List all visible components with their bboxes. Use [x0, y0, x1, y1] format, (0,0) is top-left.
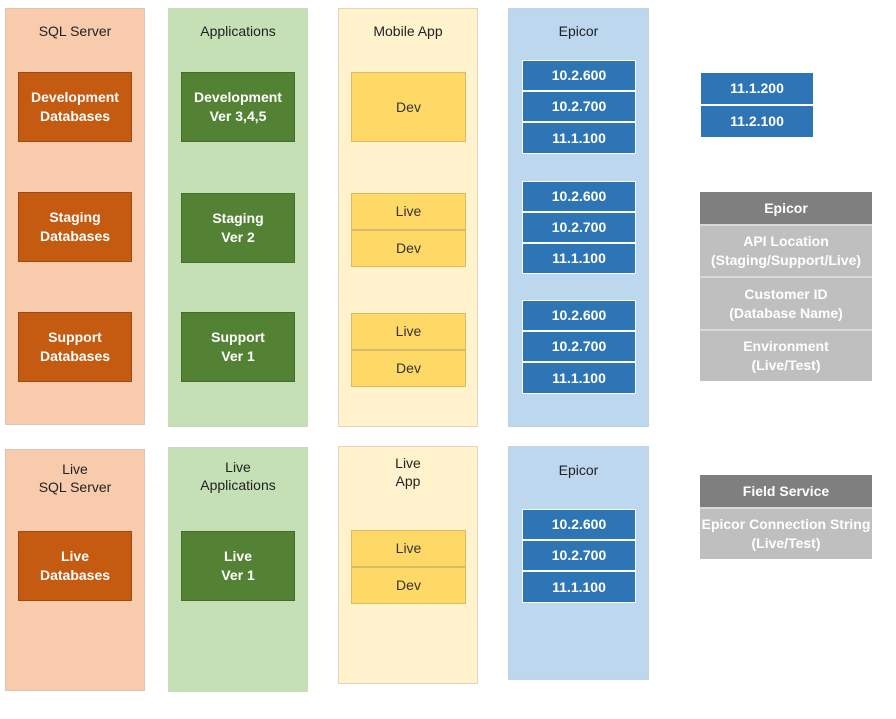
staging-databases-label: Staging Databases: [39, 209, 111, 244]
epicor-dev-version-1: 10.2.600: [522, 60, 636, 91]
epicor-support-version-2: 10.2.700: [522, 331, 636, 362]
epicor-dev-version-1-label: 10.2.600: [551, 67, 607, 83]
epicor-panel-row-api-location: API Location (Staging/Support/Live): [700, 224, 872, 276]
mobile-dev-box: Dev: [351, 72, 466, 142]
future-version-2-label: 11.2.100: [730, 113, 784, 129]
customer-id-label: Customer ID (Database Name): [729, 285, 843, 321]
epicor-support-version-1-label: 10.2.600: [551, 307, 607, 323]
live-epicor-version-3-label: 11.1.100: [552, 578, 606, 595]
epicor-dev-version-3-label: 11.1.100: [552, 129, 606, 146]
live-mobile-live-label: Live: [395, 540, 422, 556]
mobile-staging-live-box: Live: [351, 193, 466, 230]
epicor-support-version-1: 10.2.600: [522, 300, 636, 331]
api-location-label: API Location (Staging/Support/Live): [710, 233, 862, 268]
epicor-support-version-3: 11.1.100: [522, 362, 636, 394]
live-app-label: Live Ver 1: [221, 548, 255, 583]
staging-app-box: Staging Ver 2: [181, 193, 295, 263]
epicor-support-version-3-label: 11.1.100: [552, 369, 606, 386]
live-epicor-version-1-label: 10.2.600: [551, 516, 607, 532]
live-databases-label: Live Databases: [39, 548, 111, 583]
live-mobile-live-box: Live: [351, 530, 466, 567]
live-epicor-version-2: 10.2.700: [522, 540, 636, 571]
live-epicor-version-2-label: 10.2.700: [551, 547, 607, 563]
live-app-box: Live Ver 1: [181, 531, 295, 601]
mobile-staging-dev-label: Dev: [396, 240, 421, 256]
development-app-box: Development Ver 3,4,5: [181, 72, 295, 142]
epicor-staging-version-1: 10.2.600: [522, 181, 636, 212]
connection-string-label: Epicor Connection String (Live/Test): [701, 516, 871, 551]
epicor-staging-version-2: 10.2.700: [522, 212, 636, 243]
epicor-dev-version-2-label: 10.2.700: [551, 98, 607, 114]
epicor-dev-version-2: 10.2.700: [522, 91, 636, 122]
live-epicor-version-1: 10.2.600: [522, 509, 636, 540]
epicor-panel-header-label: Epicor: [764, 199, 808, 216]
staging-app-label: Staging Ver 2: [212, 210, 264, 245]
environment-label: Environment (Live/Test): [743, 338, 829, 373]
mobile-staging-live-label: Live: [395, 203, 422, 219]
mobile-support-live-label: Live: [395, 323, 422, 339]
live-mobile-app-title: Live App: [395, 455, 421, 489]
epicor-staging-version-3-label: 11.1.100: [552, 250, 606, 266]
epicor-panel-row-customer-id: Customer ID (Database Name): [700, 276, 872, 329]
mobile-app-title: Mobile App: [373, 23, 443, 39]
epicor-panel-header: Epicor: [700, 192, 872, 224]
epicor-dev-version-3: 11.1.100: [522, 122, 636, 154]
live-databases-box: Live Databases: [18, 531, 132, 601]
sql-server-title: SQL Server: [38, 23, 112, 39]
live-applications-title: Live Applications: [200, 459, 276, 493]
epicor-support-version-2-label: 10.2.700: [551, 338, 607, 354]
epicor-staging-version-1-label: 10.2.600: [551, 188, 607, 204]
field-service-row-connection-string: Epicor Connection String (Live/Test): [700, 507, 872, 559]
future-version-2: 11.2.100: [700, 105, 814, 138]
support-databases-label: Support Databases: [39, 329, 111, 364]
support-app-box: Support Ver 1: [181, 312, 295, 382]
support-databases-box: Support Databases: [18, 312, 132, 382]
epicor-title: Epicor: [558, 23, 599, 39]
field-service-panel-header: Field Service: [700, 475, 872, 507]
future-version-1-label: 11.1.200: [730, 80, 784, 96]
live-mobile-dev-box: Dev: [351, 567, 466, 604]
live-epicor-title: Epicor: [558, 462, 599, 478]
future-version-1: 11.1.200: [700, 72, 814, 105]
epicor-panel-row-environment: Environment (Live/Test): [700, 329, 872, 381]
live-sql-server-title: Live SQL Server: [38, 461, 112, 495]
epicor-staging-version-2-label: 10.2.700: [551, 219, 607, 235]
development-databases-label: Development Databases: [31, 89, 119, 124]
live-epicor-version-3: 11.1.100: [522, 571, 636, 603]
mobile-support-dev-label: Dev: [396, 360, 421, 376]
development-app-label: Development Ver 3,4,5: [194, 89, 282, 124]
support-app-label: Support Ver 1: [211, 329, 265, 364]
field-service-header-label: Field Service: [742, 482, 830, 499]
mobile-support-dev-box: Dev: [351, 350, 466, 387]
staging-databases-box: Staging Databases: [18, 192, 132, 262]
epicor-staging-version-3: 11.1.100: [522, 243, 636, 274]
development-databases-box: Development Databases: [18, 72, 132, 142]
applications-title: Applications: [200, 23, 276, 39]
mobile-dev-label: Dev: [396, 98, 421, 115]
mobile-staging-dev-box: Dev: [351, 230, 466, 267]
live-mobile-dev-label: Dev: [396, 577, 421, 593]
mobile-support-live-box: Live: [351, 313, 466, 350]
